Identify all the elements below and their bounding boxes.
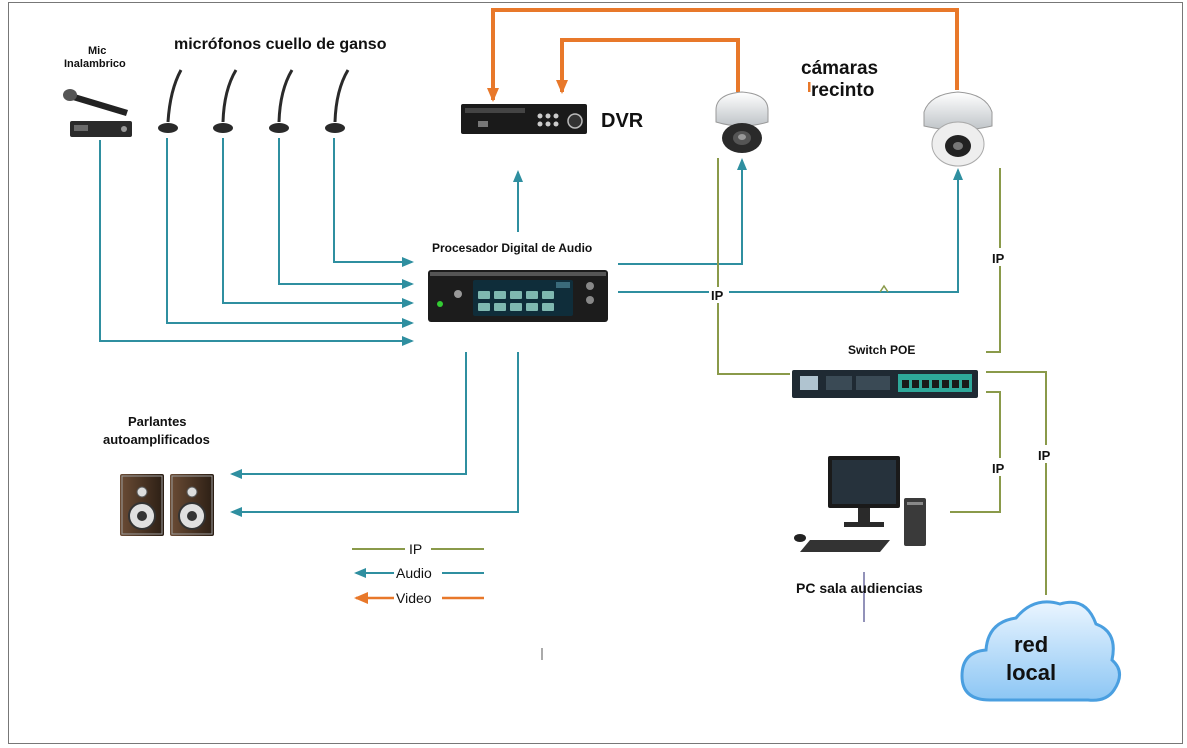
speaker-icon [120, 474, 164, 536]
legend: IP Audio Video [352, 540, 484, 606]
audio-line-mic4 [333, 138, 414, 267]
video-lines [487, 8, 959, 102]
dome-camera-icon [923, 91, 993, 167]
legend-label-video: Video [396, 590, 432, 606]
audio-line-wireless [99, 140, 414, 346]
dvr-label: DVR [601, 110, 644, 132]
audio-line-mic2 [222, 138, 414, 308]
desktop-pc-icon [794, 456, 926, 552]
ip-lines [717, 158, 1047, 595]
ip-line-camera1-switch [717, 158, 790, 375]
ip-label-camera-link: IP [711, 288, 724, 303]
ip-label-switch-red: IP [1038, 448, 1051, 463]
camaras-label-2: recinto [811, 80, 874, 101]
ip-line-camera2-switch [986, 168, 1001, 353]
ip-line-switch-pc [950, 391, 1001, 513]
audio-lines [99, 138, 963, 517]
video-line-camera2-to-dvr [487, 8, 959, 102]
audio-line-to-speaker-bottom [230, 352, 519, 517]
audio-line-to-camera2 [618, 168, 963, 293]
ip-line-switch-red [986, 371, 1047, 595]
microfonos-label: micrófonos cuello de ganso [174, 36, 387, 53]
video-line-camera1-to-dvr [556, 38, 740, 94]
mic-inalambrico-label-2: Inalambrico [64, 58, 126, 70]
dvr-icon [461, 104, 587, 134]
poe-switch-icon [792, 370, 978, 398]
legend-label-audio: Audio [396, 565, 432, 581]
red-local-label-2: local [1006, 660, 1056, 685]
audio-line-mic1 [166, 138, 414, 328]
legend-item-ip: IP [352, 540, 484, 557]
dome-camera-icon [715, 91, 769, 153]
red-local-label: red [1014, 632, 1048, 657]
gooseneck-mic-icon [158, 69, 350, 133]
ip-label-switch-camera: IP [992, 251, 1005, 266]
ip-label-switch-pc: IP [992, 461, 1005, 476]
audio-processor-icon [428, 270, 608, 322]
pc-label: PC sala audiencias [796, 580, 923, 596]
legend-label-ip: IP [409, 541, 422, 557]
procesador-label: Procesador Digital de Audio [432, 241, 592, 255]
speaker-icon [170, 474, 214, 536]
cloud-icon [960, 600, 1121, 702]
audio-line-mic3 [278, 138, 414, 289]
switch-label: Switch POE [848, 343, 915, 357]
diagram-frame [8, 2, 1183, 744]
audio-line-to-speaker-top [230, 352, 467, 479]
parlantes-label: Parlantes [128, 414, 187, 429]
legend-item-audio: Audio [354, 564, 484, 581]
mic-inalambrico-label: Mic [88, 45, 106, 57]
wireless-mic-icon [63, 89, 132, 137]
audio-line-to-camera1 [618, 158, 747, 265]
legend-item-video: Video [354, 589, 484, 606]
camaras-label: cámaras [801, 58, 878, 79]
parlantes-label-2: autoamplificados [103, 432, 210, 447]
